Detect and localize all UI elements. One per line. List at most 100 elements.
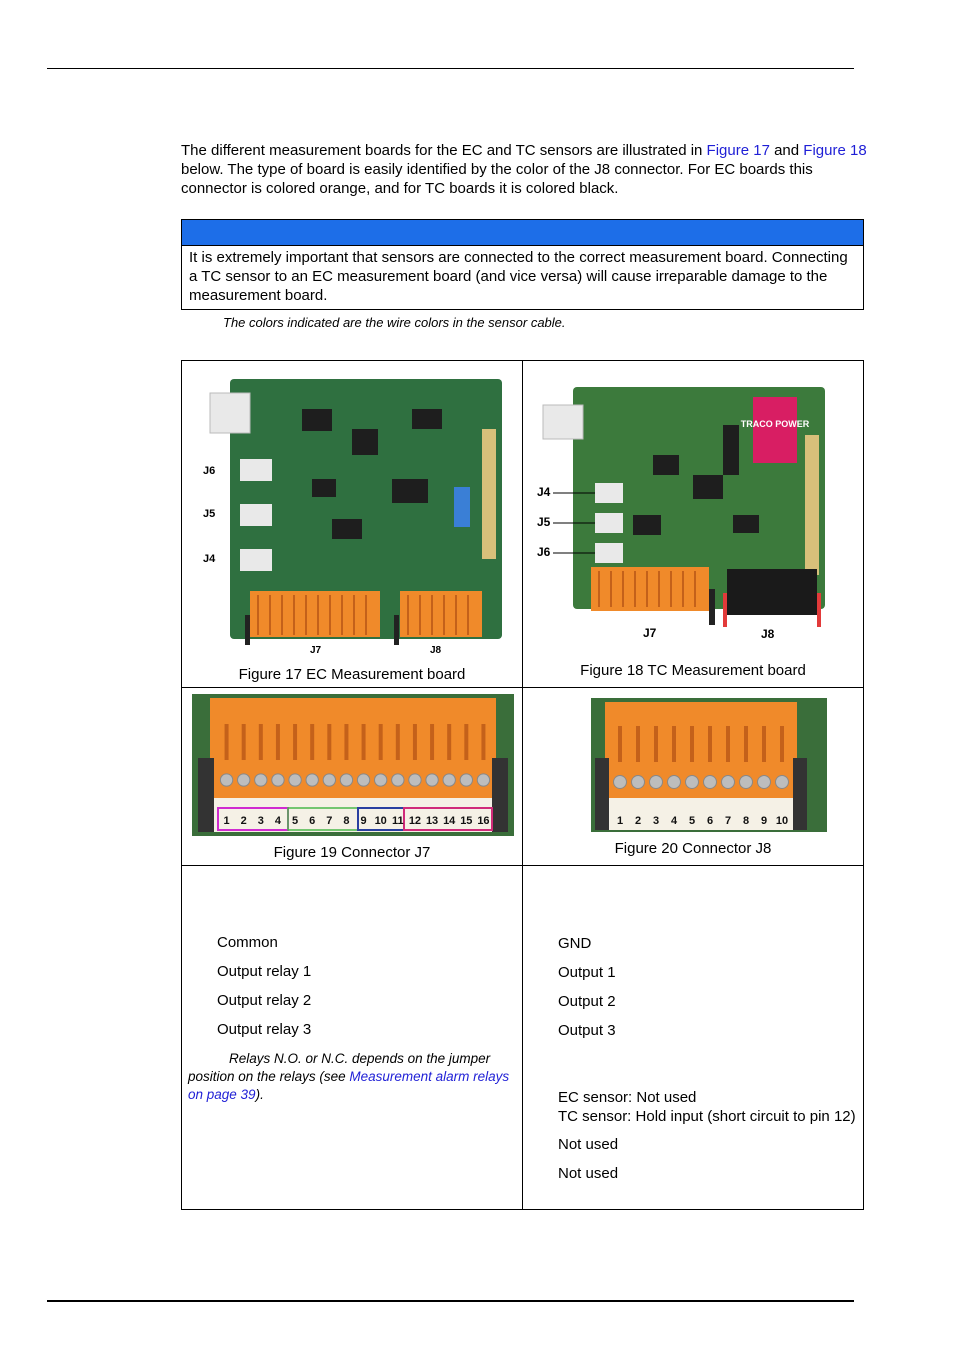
j7-pin-relay-2: Output relay 2 xyxy=(217,992,312,1009)
j8-pin-number: 3 xyxy=(653,815,659,827)
j8-terminal-tooth xyxy=(636,726,640,762)
j8-pin-output-1: Output 1 xyxy=(558,964,616,981)
j7-terminal-screw xyxy=(459,773,473,787)
j8-terminal-tooth xyxy=(618,726,622,762)
j7-pin-number: 3 xyxy=(258,815,264,827)
notice-header-bar xyxy=(182,220,863,246)
j7-terminal-screw xyxy=(442,773,456,787)
j8-terminal-screw xyxy=(685,775,699,789)
tc-label-j4: J4 xyxy=(537,485,551,499)
j7-terminal-tooth xyxy=(224,724,229,760)
ec-label-j8: J8 xyxy=(430,645,442,656)
j7-pin-number: 8 xyxy=(343,815,349,827)
j7-terminal-screw xyxy=(322,773,336,787)
tc-board-image: TRACO POWER xyxy=(542,387,825,627)
j7-pin-number: 14 xyxy=(443,815,456,827)
tc-label-j7: J7 xyxy=(643,626,657,640)
j8-pin-output-3: Output 3 xyxy=(558,1022,616,1039)
j8-pin-description-cell: GND Output 1 Output 2 Output 3 EC sensor… xyxy=(522,865,864,1210)
ec-label-j6: J6 xyxy=(203,465,216,477)
j7-terminal-tooth xyxy=(275,724,280,760)
tc-label-j5: J5 xyxy=(537,515,551,529)
j8-pin-number: 2 xyxy=(635,815,641,827)
figure-18-caption: Figure 18 TC Measurement board xyxy=(580,662,806,679)
ec-label-j7: J7 xyxy=(310,645,322,656)
j7-pin-relay-1: Output relay 1 xyxy=(217,963,312,980)
j8-terminal-screw xyxy=(775,775,789,789)
j8-terminal-screw xyxy=(649,775,663,789)
tc-label-j8: J8 xyxy=(761,627,775,641)
j7-terminal-screw xyxy=(288,773,302,787)
j7-pin-list: Common Output relay 1 Output relay 2 Out… xyxy=(217,934,311,1050)
j7-terminal-tooth xyxy=(395,724,400,760)
ec-board-cell: J6 J5 J4 J7 J8 Figure 17 EC Measurement … xyxy=(181,360,523,688)
j8-terminal-screw xyxy=(703,775,717,789)
tc-board-cell: TRACO POWER xyxy=(522,360,864,688)
figure-17-caption: Figure 17 EC Measurement board xyxy=(238,666,466,683)
relay-jumper-note: Relays N.O. or N.C. depends on the jumpe… xyxy=(188,1051,510,1102)
j7-pin-number: 9 xyxy=(361,815,367,827)
j8-pin-number: 6 xyxy=(707,815,713,827)
measurement-alarm-relays-link[interactable]: Measurement alarm relays on page 39 xyxy=(188,1069,510,1102)
j7-pin-number: 2 xyxy=(241,815,247,827)
j7-terminal-tooth xyxy=(412,724,417,760)
j7-pin-number: 5 xyxy=(292,815,298,827)
j8-pin-tc-sensor: TC sensor: Hold input (short circuit to … xyxy=(558,1108,856,1125)
j8-pin-number: 9 xyxy=(761,815,767,827)
j8-pin-output-2: Output 2 xyxy=(558,993,616,1010)
j8-terminal-screw xyxy=(613,775,627,789)
footer-rule xyxy=(47,1300,854,1302)
j8-terminal-screw xyxy=(667,775,681,789)
j8-pin-number: 1 xyxy=(617,815,623,827)
j7-terminal-screw xyxy=(374,773,388,787)
j7-terminal-tooth xyxy=(447,724,452,760)
j8-pin-number: 4 xyxy=(671,815,678,827)
board-figure-table: J6 J5 J4 J7 J8 Figure 17 EC Measurement … xyxy=(181,360,864,1210)
j8-terminal-tooth xyxy=(726,726,730,762)
j7-terminal-screw xyxy=(356,773,371,787)
j8-terminal-screw xyxy=(721,775,735,789)
intro-paragraph: The different measurement boards for the… xyxy=(181,142,867,197)
j7-pin-number: 13 xyxy=(426,815,438,827)
j7-pin-number: 6 xyxy=(309,815,315,827)
j8-terminal-tooth xyxy=(780,726,784,762)
j8-pin-not-used-1: Not used xyxy=(558,1136,619,1153)
j7-terminal-screw xyxy=(271,773,285,787)
j7-pin-number: 7 xyxy=(326,815,332,827)
ec-label-j5: J5 xyxy=(203,508,216,520)
ec-label-j4: J4 xyxy=(203,553,216,565)
j7-terminal-screw xyxy=(391,773,405,787)
j7-terminal-tooth xyxy=(344,724,349,760)
figure-18-link[interactable]: Figure 18 xyxy=(803,142,867,159)
j7-terminal-tooth xyxy=(293,724,298,760)
j7-terminal-screw xyxy=(425,773,439,787)
wire-color-note: The colors indicated are the wire colors… xyxy=(223,315,566,330)
j7-terminal-screw xyxy=(254,773,268,787)
j7-terminal-screw xyxy=(237,773,251,787)
figure-20-caption: Figure 20 Connector J8 xyxy=(614,840,772,857)
j7-pin-number: 11 xyxy=(392,815,404,827)
j7-terminal-tooth xyxy=(481,724,486,760)
j7-terminal-screw xyxy=(476,773,491,787)
j8-terminal-tooth xyxy=(690,726,694,762)
j7-pin-common: Common xyxy=(217,934,278,951)
j7-terminal-screw xyxy=(339,773,354,787)
figure-17-link[interactable]: Figure 17 xyxy=(706,142,770,159)
j7-terminal-tooth xyxy=(241,724,246,760)
j7-pin-number: 15 xyxy=(460,815,472,827)
traco-module-label: TRACO POWER xyxy=(741,419,810,429)
j8-pin-number: 7 xyxy=(725,815,731,827)
j7-terminal-tooth xyxy=(430,724,435,760)
j8-terminal-tooth xyxy=(708,726,712,762)
ec-board-image xyxy=(209,379,502,645)
j8-terminal-tooth xyxy=(744,726,748,762)
j7-pin-number: 12 xyxy=(409,815,421,827)
j7-terminal-tooth xyxy=(310,724,315,760)
j7-terminal-screw xyxy=(408,773,422,787)
j8-pin-number: 8 xyxy=(743,815,749,827)
j8-terminal-tooth xyxy=(762,726,766,762)
